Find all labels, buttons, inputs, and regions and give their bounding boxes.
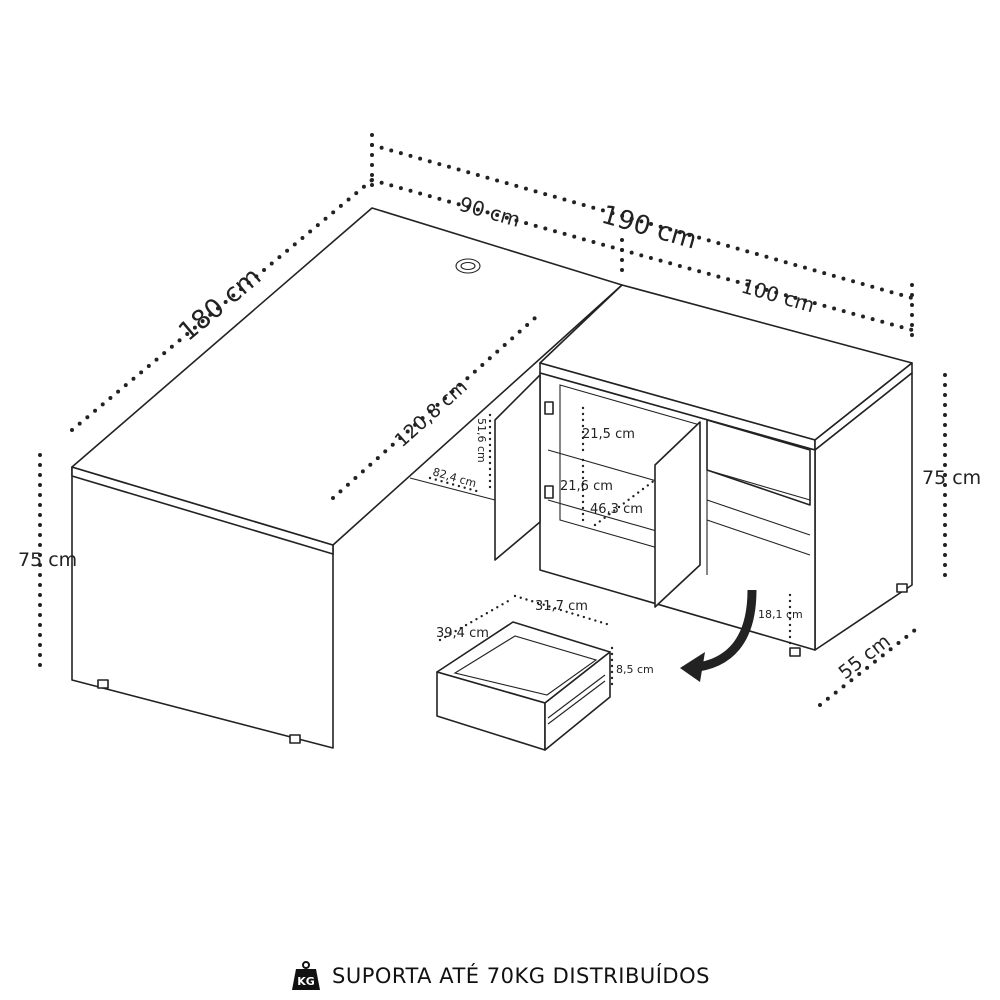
hinge-bottom [544, 485, 554, 499]
shelf-bottom [547, 499, 661, 533]
foot-left-2 [289, 734, 301, 744]
dim-line-55 [818, 628, 917, 707]
foot-right-2 [896, 583, 908, 593]
drawer-slot-1 [706, 419, 811, 506]
cable-grommet [455, 258, 481, 274]
shelf-top [547, 449, 661, 483]
label-90: 90 cm [457, 192, 523, 232]
label-463: 46,3 cm [590, 502, 643, 517]
label-100: 100 cm [739, 274, 818, 318]
label-394: 39,4 cm [436, 626, 489, 641]
weight-kg-icon: KG [292, 961, 321, 990]
load-capacity-text: SUPORTA ATÉ 70KG DISTRIBUÍDOS [332, 964, 710, 988]
modesty-rail [409, 477, 496, 501]
dim-line-394 [438, 598, 512, 642]
label-51: 51,6 cm [475, 418, 488, 463]
label-317: 31,7 cm [535, 599, 588, 614]
foot-left-1 [97, 679, 109, 689]
arrow-head [680, 652, 705, 682]
label-82: 82,4 cm [431, 465, 478, 490]
label-181: 18,1 cm [758, 608, 803, 621]
label-85: 8,5 cm [616, 663, 654, 676]
label-75-right: 75 cm [922, 467, 981, 489]
label-215: 21,5 cm [582, 427, 635, 442]
dim-line-463 [593, 478, 657, 527]
drawer-slide [547, 674, 606, 719]
drawer-side [544, 651, 611, 751]
hinge-top [544, 401, 554, 415]
foot-right-1 [789, 647, 801, 657]
label-75-left: 75 cm [18, 549, 77, 571]
dim-line-190 [370, 143, 914, 300]
dim-line-100 [620, 248, 914, 332]
label-55: 55 cm [835, 630, 895, 684]
cabinet-door-left [494, 374, 541, 561]
kg-icon-label: KG [297, 975, 315, 988]
cabinet-door-right [654, 421, 701, 608]
dim-line-90 [370, 178, 624, 252]
load-capacity-footer: KG SUPORTA ATÉ 70KG DISTRIBUÍDOS [0, 958, 1000, 994]
label-216: 21,6 cm [560, 479, 613, 494]
drawer-box-inner [453, 635, 598, 696]
